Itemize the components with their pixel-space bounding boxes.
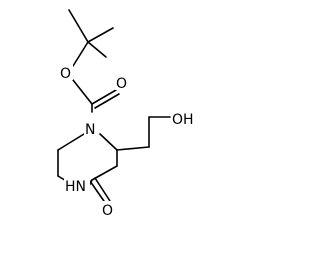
bond	[87, 41, 107, 58]
atom-amide-oxygen: O	[101, 201, 115, 219]
bond	[116, 146, 150, 151]
amide-carbonyl	[89, 177, 111, 205]
atom-ester-oxygen: O	[59, 64, 73, 82]
bond	[94, 177, 111, 202]
chemical-structure: O O N OH HN O	[57, 9, 199, 219]
bond	[87, 27, 114, 43]
atom-label: O	[102, 203, 113, 219]
bond	[68, 9, 89, 43]
atom-label: O	[116, 76, 127, 92]
bond	[91, 165, 118, 181]
tert-butyl-group	[68, 9, 114, 67]
atom-label: N	[85, 122, 95, 138]
bond	[57, 133, 85, 151]
bond	[72, 41, 89, 67]
atom-amide-nh: HN	[64, 177, 90, 195]
bond	[72, 79, 93, 105]
bond	[89, 180, 107, 205]
atom-label: O	[60, 66, 71, 82]
bond	[91, 89, 117, 105]
bond	[99, 133, 118, 151]
atom-ring-nitrogen: N	[84, 120, 98, 138]
atom-label: HN	[65, 179, 86, 195]
carbamate-group	[72, 79, 120, 113]
bond	[94, 93, 120, 109]
atom-carbonyl-oxygen-carbamate: O	[115, 74, 129, 92]
hydroxyethyl-chain	[116, 116, 171, 151]
atom-label: OH	[172, 112, 194, 128]
atom-hydroxyl: OH	[171, 110, 199, 128]
